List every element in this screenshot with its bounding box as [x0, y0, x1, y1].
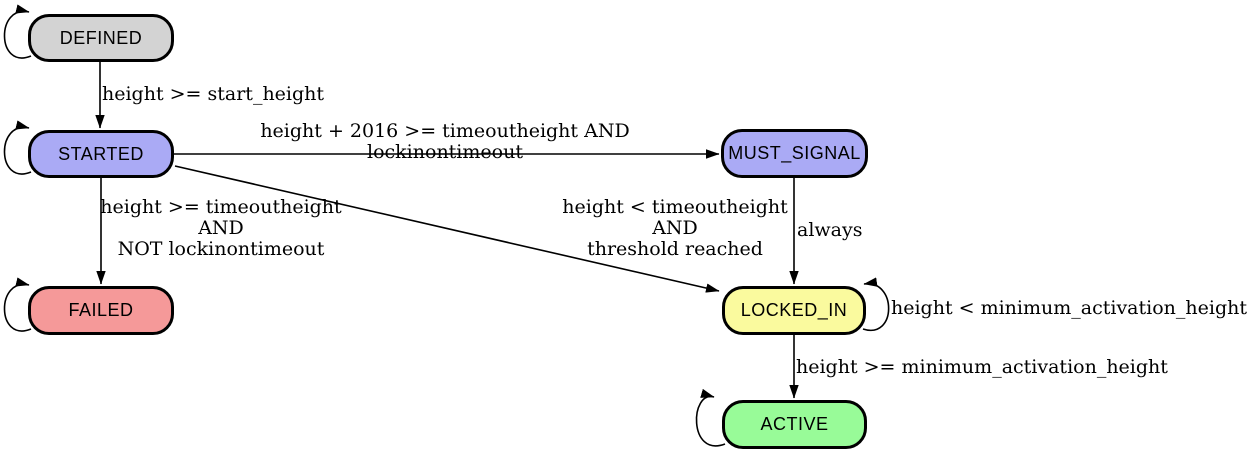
edge-started-to-locked-in [174, 165, 720, 293]
edge-label-started-to-locked-in: height < timeoutheight AND threshold rea… [560, 197, 790, 260]
state-locked-in-label: LOCKED_IN [740, 300, 848, 320]
state-failed: FAILED [28, 286, 174, 335]
edge-label-locked-in-to-active: height >= minimum_activation_height [796, 356, 1168, 378]
state-started: STARTED [28, 130, 174, 178]
edge-label-line: height < timeoutheight [562, 196, 788, 218]
edge-label-must-signal-to-locked-in: always [797, 219, 863, 241]
edge-label-locked-in-self-loop: height < minimum_activation_height [891, 297, 1247, 319]
state-locked-in: LOCKED_IN [722, 286, 866, 335]
state-must-signal-label: MUST_SIGNAL [728, 143, 861, 163]
edge-label-started-to-must-signal: height + 2016 >= timeoutheight AND locki… [260, 120, 630, 163]
state-defined: DEFINED [28, 14, 174, 62]
edge-locked-in-self-loop [862, 277, 890, 332]
state-active: ACTIVE [722, 400, 867, 449]
edge-label-line: threshold reached [587, 238, 763, 260]
edge-label-started-to-failed: height >= timeoutheight AND NOT lockinon… [99, 197, 343, 260]
edge-failed-self-loop [3, 277, 32, 332]
edge-label-defined-to-started: height >= start_height [102, 83, 325, 105]
edge-label-line: height >= timeoutheight [100, 196, 342, 218]
state-defined-label: DEFINED [59, 27, 143, 48]
edge-active-self-loop [695, 388, 726, 447]
state-must-signal: MUST_SIGNAL [721, 129, 868, 178]
edge-label-line: AND [198, 217, 244, 239]
state-failed-label: FAILED [68, 300, 134, 320]
edge-started-self-loop [3, 120, 32, 175]
edge-label-line: NOT lockinontimeout [117, 238, 325, 260]
edge-label-line: AND [652, 217, 698, 239]
state-started-label: STARTED [58, 143, 144, 164]
state-active-label: ACTIVE [760, 414, 829, 434]
edge-defined-self-loop [3, 4, 32, 59]
